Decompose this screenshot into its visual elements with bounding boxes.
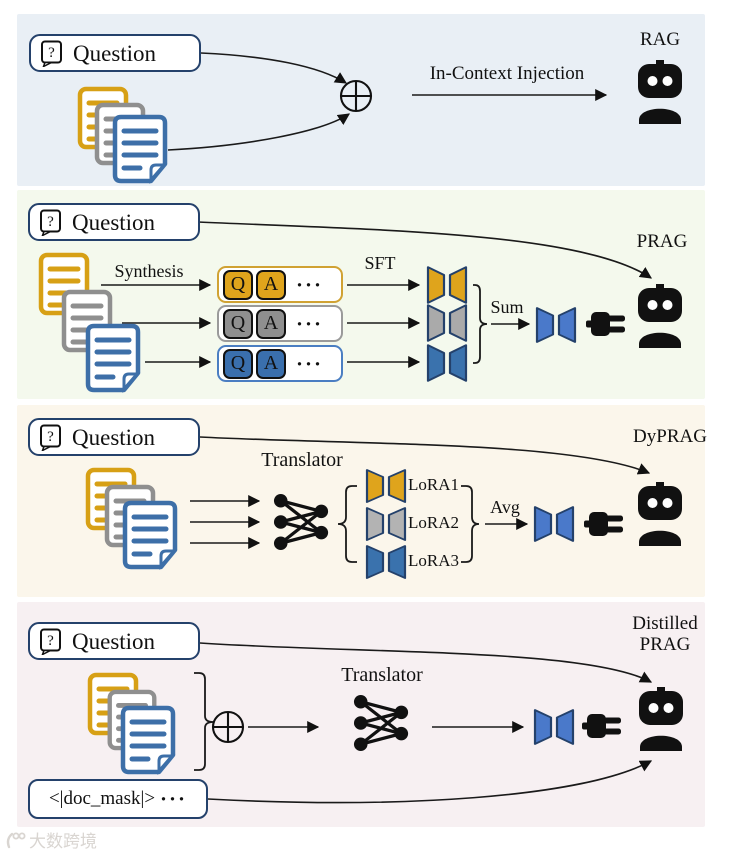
qa-pair-row-gray: Q A ··· <box>217 305 343 342</box>
translator-label: Translator <box>261 449 343 471</box>
q-chip: Q <box>223 348 253 379</box>
doc-mask-token-box: <|doc_mask|> ··· <box>28 779 208 819</box>
plug-icon <box>582 714 621 738</box>
lora-adapter-icon-gray <box>426 304 468 342</box>
document-icon-blue <box>120 705 176 775</box>
arrow-docs-to-combine <box>167 113 350 151</box>
question-box: ? Question <box>29 34 201 72</box>
combine-oplus-icon <box>339 79 373 113</box>
model-label-dyprag: DyPRAG <box>633 426 707 447</box>
lora-adapter-icon-blue <box>365 545 407 579</box>
question-page-icon: ? <box>40 209 61 236</box>
document-icon-blue <box>112 114 168 184</box>
watermark: 大数跨境 <box>4 827 97 852</box>
doc-mask-label: <|doc_mask|> <box>48 788 156 809</box>
question-label: Question <box>72 424 156 450</box>
question-label: Question <box>72 209 156 235</box>
sft-label: SFT <box>364 253 396 273</box>
q-chip: Q <box>223 308 253 339</box>
document-icon-blue <box>85 323 141 393</box>
in-context-injection-label: In-Context Injection <box>429 63 585 84</box>
qa-pair-row-blue: Q A ··· <box>217 345 343 382</box>
translator-label: Translator <box>341 664 423 686</box>
bracket-docs <box>194 672 214 771</box>
model-label-distilled-prag: Distilled PRAG <box>613 613 717 656</box>
llm-robot-icon <box>638 60 682 124</box>
lora-adapter-icon-blue <box>426 344 468 382</box>
model-label-line2: PRAG <box>639 633 691 655</box>
merged-adapter-icon <box>533 506 575 542</box>
panel-rag: ? Question <box>17 14 705 186</box>
qa-pair-row-yellow: Q A ··· <box>217 266 343 303</box>
panel-dyprag: ? Question DyPRAG <box>17 405 707 597</box>
question-label: Question <box>73 40 157 66</box>
plug-icon <box>584 512 623 536</box>
arrow-question-to-combine <box>200 52 348 84</box>
lora1-label: LoRA1 <box>408 475 459 494</box>
merged-adapter-icon <box>533 709 575 745</box>
question-box: ? Question <box>28 622 200 660</box>
question-mark: ? <box>48 45 55 61</box>
a-chip: A <box>256 308 286 339</box>
bracket-adapters <box>473 284 488 364</box>
model-label-prag: PRAG <box>636 231 688 252</box>
question-box: ? Question <box>28 418 200 456</box>
question-mark: ? <box>47 429 54 445</box>
q-chip: Q <box>223 269 253 300</box>
lora3-label: LoRA3 <box>408 551 459 570</box>
avg-label: Avg <box>490 497 520 517</box>
translator-network-icon <box>353 694 409 752</box>
llm-robot-icon <box>638 482 682 546</box>
question-page-icon: ? <box>40 424 61 451</box>
translator-network-icon <box>273 493 329 551</box>
question-label: Question <box>72 628 156 654</box>
merged-adapter-icon <box>535 307 577 343</box>
question-page-icon: ? <box>40 628 61 655</box>
sum-label: Sum <box>490 297 524 317</box>
arrow-docmask-to-robot <box>207 760 653 804</box>
lora-adapter-icon-gray <box>365 507 407 541</box>
lora2-label: LoRA2 <box>408 513 459 532</box>
question-mark: ? <box>47 214 54 230</box>
model-label-line1: Distilled <box>632 613 698 634</box>
question-page-icon: ? <box>41 40 62 67</box>
llm-robot-icon <box>639 687 683 751</box>
plug-icon <box>586 312 625 336</box>
a-chip: A <box>256 269 286 300</box>
model-label-rag: RAG <box>639 29 681 50</box>
panel-distilled-prag: ? Question Distilled PRAG <box>17 602 705 827</box>
bracket-lora-left <box>337 485 357 563</box>
synthesis-label: Synthesis <box>114 261 184 281</box>
lora-adapter-icon-yellow <box>426 266 468 304</box>
watermark-logo-icon <box>6 832 26 848</box>
question-box: ? Question <box>28 203 200 241</box>
question-mark: ? <box>47 633 54 649</box>
llm-robot-icon <box>638 284 682 348</box>
a-chip: A <box>256 348 286 379</box>
watermark-text: 大数跨境 <box>29 832 97 852</box>
combine-oplus-icon <box>211 710 245 744</box>
document-icon-blue <box>122 500 178 570</box>
panel-prag: ? Question <box>17 190 705 399</box>
lora-adapter-icon-yellow <box>365 469 407 503</box>
